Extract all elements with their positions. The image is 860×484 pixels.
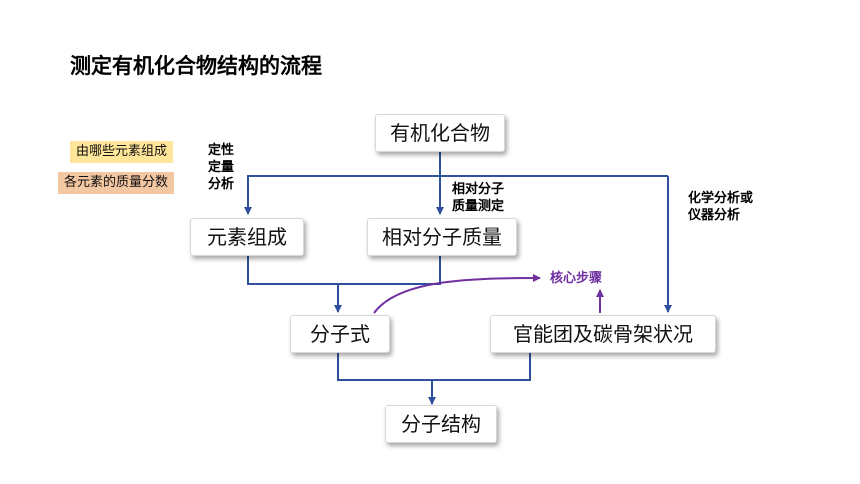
node-functional-groups: 官能团及碳骨架状况 (490, 315, 716, 353)
instrument-line-1: 化学分析或 (688, 191, 754, 206)
quantitative-text: 定量 (208, 160, 235, 175)
node-relative-molecular-mass: 相对分子质量 (367, 218, 517, 256)
mass-fraction-tag: 各元素的质量分数 (58, 172, 175, 194)
key-steps-label: 核心步骤 (550, 271, 603, 286)
instrument-line-2: 仪器分析 (688, 208, 741, 223)
node-molecular-structure: 分子结构 (385, 405, 497, 443)
merge-to-molecular-formula (247, 255, 441, 285)
which-elements-tag: 由哪些元素组成 (70, 141, 174, 163)
instrument-analysis-label: 化学分析或 仪器分析 (688, 190, 753, 224)
analysis-text: 分析 (208, 177, 235, 192)
curve-to-key-steps (373, 274, 541, 314)
node-organic-compound: 有机化合物 (375, 114, 505, 152)
node-element-composition: 元素组成 (190, 218, 304, 256)
relative-mass-measurement-label: 相对分子 质量测定 (452, 181, 504, 215)
qualitative-quantitative-label: 定性 定量 分析 (208, 142, 234, 193)
measure-line-2: 质量测定 (452, 199, 505, 214)
page-title: 测定有机化合物结构的流程 (70, 54, 322, 78)
merge-to-structure (337, 351, 531, 381)
arrow-to-element-composition (244, 175, 668, 215)
node-molecular-formula: 分子式 (290, 315, 390, 353)
qualitative-text: 定性 (208, 143, 235, 158)
measure-line-1: 相对分子 (452, 182, 505, 197)
